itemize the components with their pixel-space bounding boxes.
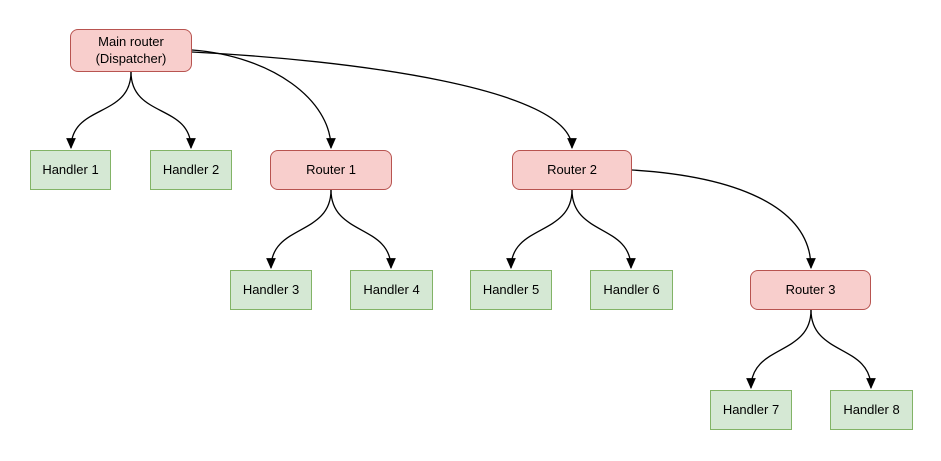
node-handler-7-label: Handler 7: [722, 401, 780, 417]
node-router-2[interactable]: Router 2: [512, 150, 632, 190]
edge-router2-router3: [631, 169, 816, 270]
node-handler-5-label: Handler 5: [482, 281, 540, 297]
node-handler-8-label: Handler 8: [843, 401, 900, 417]
edge-router2-handler6: [571, 189, 636, 270]
node-handler-8[interactable]: Handler 8: [830, 390, 913, 430]
node-handler-6[interactable]: Handler 6: [590, 270, 673, 310]
edge-main-handler1: [66, 71, 132, 150]
node-router-3-label: Router 3: [785, 281, 836, 297]
node-handler-2-label: Handler 2: [162, 161, 220, 177]
node-router-1-label: Router 1: [306, 161, 356, 177]
node-handler-6-label: Handler 6: [603, 281, 660, 297]
node-handler-1-label: Handler 1: [42, 161, 99, 177]
edge-router3-handler7: [746, 309, 812, 390]
node-handler-3[interactable]: Handler 3: [230, 270, 312, 310]
node-handler-5[interactable]: Handler 5: [470, 270, 552, 310]
node-handler-1[interactable]: Handler 1: [30, 150, 111, 190]
edge-router2-handler5: [506, 189, 573, 270]
edge-router3-handler8: [810, 309, 876, 390]
node-router-3[interactable]: Router 3: [750, 270, 871, 310]
node-handler-7[interactable]: Handler 7: [710, 390, 792, 430]
node-router-1[interactable]: Router 1: [270, 150, 392, 190]
node-main-router-label: Main router (Dispatcher): [95, 34, 167, 66]
node-handler-2[interactable]: Handler 2: [150, 150, 232, 190]
edge-main-router2: [191, 51, 577, 150]
node-router-2-label: Router 2: [547, 161, 597, 177]
edge-router1-handler3: [266, 189, 332, 270]
edge-main-handler2: [130, 71, 196, 150]
edge-main-router1: [191, 49, 336, 150]
edge-router1-handler4: [330, 189, 396, 270]
node-handler-4[interactable]: Handler 4: [350, 270, 433, 310]
node-main-router[interactable]: Main router (Dispatcher): [70, 29, 192, 72]
node-handler-3-label: Handler 3: [242, 281, 300, 297]
node-handler-4-label: Handler 4: [363, 281, 420, 297]
